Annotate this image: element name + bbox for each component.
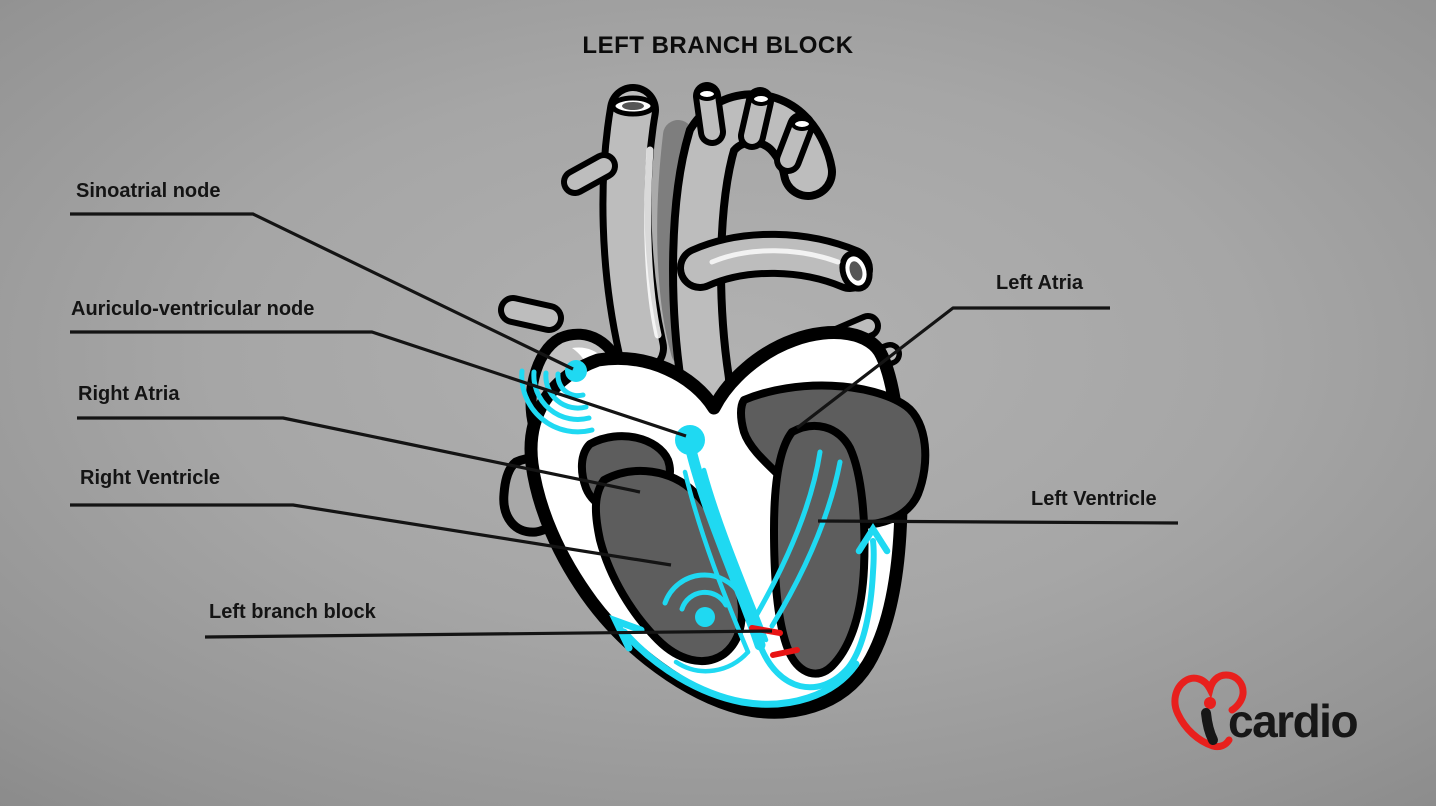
page-title: LEFT BRANCH BLOCK <box>582 32 854 59</box>
outer-bottom-band <box>620 628 860 708</box>
conduction-system <box>519 360 891 708</box>
brand-text: cardio <box>1228 695 1359 747</box>
aorta-branch-opening <box>696 87 718 101</box>
av-node-dot <box>675 425 705 455</box>
label-left-ventricle: Left Ventricle <box>1031 488 1157 510</box>
label-left-branch-block: Left branch block <box>209 601 376 623</box>
his-bundle <box>685 444 766 651</box>
sa-node-dot <box>565 360 587 382</box>
lv-inner-curve-2 <box>769 459 843 629</box>
heart-outline-i-icon <box>1171 671 1247 751</box>
rv-wave-1 <box>679 589 729 612</box>
leader-left-ventricle <box>817 519 1179 525</box>
up-arrowhead <box>855 522 891 555</box>
leader-right-atria <box>77 416 641 494</box>
sa-node-waves <box>555 371 586 399</box>
leader-right-ventricle <box>70 503 672 567</box>
septal-strand-1 <box>701 467 769 643</box>
leader-auriculo-ventricular-node <box>70 330 687 438</box>
leader-lines <box>70 212 1179 639</box>
label-right-atria: Right Atria <box>78 383 180 405</box>
block-mark-2 <box>770 647 800 658</box>
leader-sinoatrial-node <box>70 212 574 371</box>
right-branch-sweep <box>757 538 877 691</box>
rv-wave-2 <box>662 572 744 606</box>
label-auriculo-ventricular-node: Auriculo-ventricular node <box>71 298 315 320</box>
apex-loop <box>673 649 751 674</box>
superior-vena-cava <box>606 91 660 367</box>
leader-left-branch-block <box>204 629 773 639</box>
brand-logo: cardio <box>1170 668 1359 760</box>
up-left-arrowhead <box>609 614 645 652</box>
left-ventricle-chamber <box>770 421 869 678</box>
leader-left-atria <box>796 306 1110 430</box>
label-right-ventricle: Right Ventricle <box>80 467 221 489</box>
purkinje-dot <box>695 607 715 627</box>
label-sinoatrial-node: Sinoatrial node <box>76 180 221 202</box>
label-left-atria: Left Atria <box>996 272 1084 294</box>
lv-inner-curve-1 <box>753 449 823 619</box>
